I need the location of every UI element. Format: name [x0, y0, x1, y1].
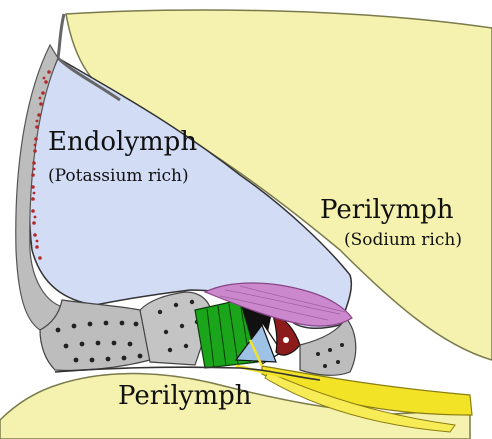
perilymph-lower-label: Perilymph	[118, 381, 252, 411]
perilymph-upper-label: Perilymph	[320, 195, 454, 225]
perilymph-upper-note: (Sodium rich)	[344, 230, 462, 250]
inner-sulcus-nucleus	[283, 337, 289, 343]
endolymph-label: Endolymph	[48, 127, 197, 157]
endolymph-note: (Potassium rich)	[48, 166, 189, 186]
